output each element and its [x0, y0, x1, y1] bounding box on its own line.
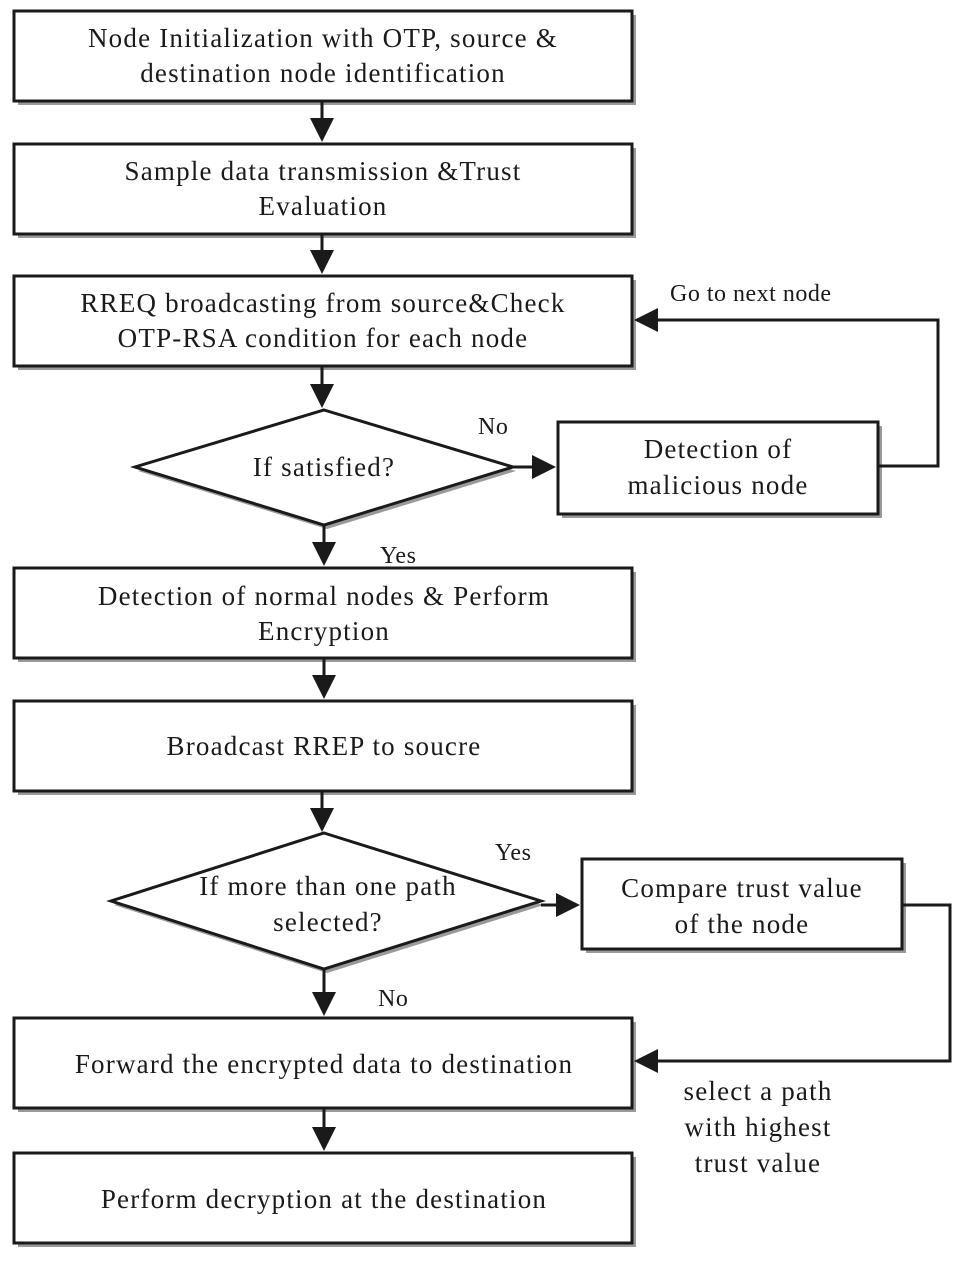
- svg-text:Detection of normal nodes & Pe: Detection of normal nodes & Perform: [98, 581, 550, 611]
- edge-multipath-to-compare: [541, 893, 580, 917]
- svg-text:selected?: selected?: [273, 907, 383, 937]
- if-satisfied-label: If satisfied?: [253, 452, 395, 482]
- svg-text:Detection of: Detection of: [644, 434, 793, 464]
- malicious-line-2: malicious node: [627, 470, 808, 500]
- svg-text:OTP-RSA condition for each nod: OTP-RSA condition for each node: [118, 323, 529, 353]
- yes-label-satisfied: Yes: [380, 543, 416, 569]
- forward-label: Forward the encrypted data to destinatio…: [75, 1049, 573, 1079]
- edge-rreq-to-satisfied: [310, 367, 334, 408]
- svg-text:If more than one path: If more than one path: [199, 871, 457, 901]
- rreq-line-1: RREQ broadcasting from source&Check: [80, 288, 565, 318]
- normal-nodes-encryption-box: Detection of normal nodes & Perform Encr…: [12, 566, 636, 662]
- edge-normal-to-rrep: [312, 659, 336, 699]
- compare-line-1: Compare trust value: [621, 873, 863, 903]
- rreq-line-2: OTP-RSA condition for each node: [118, 323, 529, 353]
- multipath-line-2: selected?: [273, 907, 383, 937]
- edge-satisfied-to-malicious: [513, 455, 556, 479]
- compare-trust-box: Compare trust value of the node: [580, 857, 906, 953]
- node-initialization-line-1: Node Initialization with OTP, source &: [88, 23, 558, 53]
- select-path-label: select a path with highest trust value: [683, 1076, 832, 1178]
- normal-line-2: Encryption: [258, 616, 390, 646]
- no-label-multipath: No: [378, 986, 408, 1012]
- select-path-line-1: select a path: [683, 1076, 832, 1106]
- svg-text:Perform decryption at the dest: Perform decryption at the destination: [101, 1184, 547, 1214]
- forward-encrypted-box: Forward the encrypted data to destinatio…: [12, 1016, 636, 1112]
- multipath-line-1: If more than one path: [199, 871, 457, 901]
- edge-forward-to-decrypt: [312, 1109, 336, 1151]
- node-initialization-line-2: destination node identification: [140, 58, 506, 88]
- svg-text:Forward the encrypted data to: Forward the encrypted data to destinatio…: [75, 1049, 573, 1079]
- compare-line-2: of the node: [675, 909, 810, 939]
- no-label-satisfied: No: [478, 414, 508, 440]
- edge-rrep-to-multipath: [310, 792, 334, 832]
- malicious-node-box: Detection of malicious node: [556, 420, 882, 518]
- svg-text:with highest: with highest: [684, 1112, 831, 1142]
- edge-compare-to-forward: [634, 903, 952, 1073]
- svg-text:Broadcast RREP to soucre: Broadcast RREP to soucre: [166, 731, 481, 761]
- rrep-label: Broadcast RREP to soucre: [166, 731, 481, 761]
- edge-satisfied-to-normal: [312, 526, 336, 566]
- node-initialization-box: Node Initialization with OTP, source & d…: [12, 9, 636, 105]
- svg-text:trust value: trust value: [695, 1148, 821, 1178]
- svg-text:select a path: select a path: [683, 1076, 832, 1106]
- sample-data-line-1: Sample data transmission &Trust: [125, 156, 522, 186]
- malicious-line-1: Detection of: [644, 434, 793, 464]
- svg-text:destination node identificatio: destination node identification: [140, 58, 506, 88]
- sample-data-line-2: Evaluation: [259, 191, 388, 221]
- svg-text:Sample data transmission &Trus: Sample data transmission &Trust: [125, 156, 522, 186]
- svg-text:Node Initialization with OTP,: Node Initialization with OTP, source &: [88, 23, 558, 53]
- if-satisfied-decision: If satisfied?: [129, 408, 519, 529]
- normal-line-1: Detection of normal nodes & Perform: [98, 581, 550, 611]
- decrypt-label: Perform decryption at the destination: [101, 1184, 547, 1214]
- perform-decryption-box: Perform decryption at the destination: [12, 1151, 636, 1247]
- svg-text:malicious node: malicious node: [627, 470, 808, 500]
- svg-text:Compare trust value: Compare trust value: [621, 873, 863, 903]
- edge-malicious-to-rreq-loop: [634, 308, 940, 468]
- multiple-path-decision: If more than one path selected?: [106, 831, 547, 973]
- select-path-line-3: trust value: [695, 1148, 821, 1178]
- svg-text:Evaluation: Evaluation: [259, 191, 388, 221]
- yes-label-multipath: Yes: [495, 840, 531, 866]
- edge-init-to-sample: [310, 102, 334, 142]
- select-path-line-2: with highest: [684, 1112, 831, 1142]
- broadcast-rrep-box: Broadcast RREP to soucre: [12, 699, 636, 795]
- svg-text:Encryption: Encryption: [258, 616, 390, 646]
- edge-multipath-to-forward: [312, 970, 336, 1016]
- svg-text:RREQ broadcasting from source&: RREQ broadcasting from source&Check: [80, 288, 565, 318]
- svg-text:If satisfied?: If satisfied?: [253, 452, 395, 482]
- edge-sample-to-rreq: [310, 235, 334, 274]
- sample-data-transmission-box: Sample data transmission &Trust Evaluati…: [12, 142, 636, 238]
- rreq-broadcasting-box: RREQ broadcasting from source&Check OTP-…: [12, 274, 636, 370]
- svg-text:of the node: of the node: [675, 909, 810, 939]
- go-to-next-node-label: Go to next node: [670, 281, 831, 307]
